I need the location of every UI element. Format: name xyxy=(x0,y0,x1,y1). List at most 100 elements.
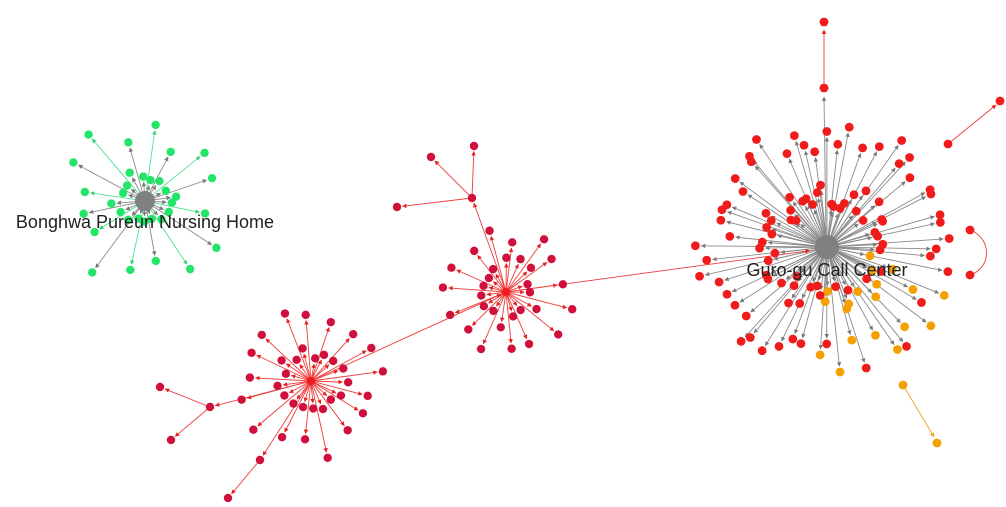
node-chain-b-7[interactable] xyxy=(323,453,332,462)
node-guro-47[interactable] xyxy=(722,289,732,299)
node-bonghwa-15[interactable] xyxy=(79,209,88,218)
node-bonghwa-28[interactable] xyxy=(155,176,164,186)
node-chain-7[interactable] xyxy=(255,455,265,465)
node-bonghwa-17[interactable] xyxy=(80,187,90,197)
node-chain-4[interactable] xyxy=(205,402,215,412)
node-bonghwa-22[interactable] xyxy=(125,168,134,177)
node-bonghwa-32[interactable] xyxy=(171,192,181,201)
node-chain-b-17[interactable] xyxy=(245,373,255,382)
node-chain-a-24[interactable] xyxy=(516,254,525,264)
node-bonghwa-16[interactable] xyxy=(107,199,116,208)
node-guro-4[interactable] xyxy=(887,264,897,274)
node-guro-15[interactable] xyxy=(902,342,911,351)
node-guro-25[interactable] xyxy=(835,367,845,377)
node-chain-b-10[interactable] xyxy=(298,402,308,412)
node-chain-b-27[interactable] xyxy=(326,317,336,327)
node-chain-b-13[interactable] xyxy=(249,425,258,434)
node-chain-a-10[interactable] xyxy=(489,306,498,316)
node-bonghwa-2[interactable] xyxy=(164,207,173,217)
node-guro-70[interactable] xyxy=(786,205,796,215)
node-guro-63[interactable] xyxy=(722,200,732,210)
node-guro-75[interactable] xyxy=(782,149,792,159)
node-guro-3[interactable] xyxy=(943,267,953,276)
node-guro-71[interactable] xyxy=(745,151,754,161)
node-chain-a-3[interactable] xyxy=(554,330,563,339)
node-chain-b-14[interactable] xyxy=(280,391,289,400)
node-guro-55[interactable] xyxy=(690,241,700,251)
node-bonghwa-11[interactable] xyxy=(88,268,97,277)
node-guro-105[interactable] xyxy=(935,210,945,220)
node-guro-37[interactable] xyxy=(757,346,767,356)
node-bonghwa-21[interactable] xyxy=(84,130,93,139)
node-chain-b-24[interactable] xyxy=(298,344,307,353)
node-guro-95[interactable] xyxy=(894,159,904,169)
node-guro-60[interactable] xyxy=(762,222,772,232)
node-bonghwa-25[interactable] xyxy=(151,120,160,130)
node-chain-b-4[interactable] xyxy=(326,395,336,404)
node-chain-a-5[interactable] xyxy=(524,339,534,349)
node-guro-orange-mid[interactable] xyxy=(898,380,908,390)
node-guro-39[interactable] xyxy=(745,333,755,342)
node-guro-98[interactable] xyxy=(874,197,884,207)
node-guro-65[interactable] xyxy=(738,187,748,196)
node-chain-b-26[interactable] xyxy=(311,354,320,363)
node-guro-orange-end[interactable] xyxy=(932,438,942,448)
node-chain-a-14[interactable] xyxy=(477,291,486,300)
node-chain-0[interactable] xyxy=(467,193,477,203)
node-chain-b-19[interactable] xyxy=(247,348,256,357)
node-guro-11[interactable] xyxy=(926,321,936,331)
node-chain-b-23[interactable] xyxy=(280,309,290,318)
node-bonghwa-1[interactable] xyxy=(200,209,210,218)
node-bonghwa-4[interactable] xyxy=(157,214,166,224)
node-guro-1[interactable] xyxy=(925,251,935,261)
node-guro-49[interactable] xyxy=(714,277,724,287)
node-guro-38[interactable] xyxy=(784,298,793,308)
node-guro-29[interactable] xyxy=(815,350,825,360)
node-guro-80[interactable] xyxy=(812,188,822,197)
node-guro-curve-a[interactable] xyxy=(965,225,975,235)
node-guro-48[interactable] xyxy=(761,270,771,280)
node-bonghwa-27[interactable] xyxy=(166,147,175,157)
node-guro-17[interactable] xyxy=(893,345,902,354)
node-chain-a-7[interactable] xyxy=(507,344,516,353)
node-chain-a-11[interactable] xyxy=(464,325,473,334)
node-guro-16[interactable] xyxy=(853,287,863,296)
node-bonghwa-6[interactable] xyxy=(147,214,156,224)
node-chain-b-30[interactable] xyxy=(329,356,338,366)
node-guro-50[interactable] xyxy=(763,256,773,266)
node-chain-b-12[interactable] xyxy=(289,399,298,408)
node-chain-a-18[interactable] xyxy=(484,273,494,283)
node-guro-77[interactable] xyxy=(789,131,799,141)
node-bonghwa-12[interactable] xyxy=(124,215,133,224)
node-guro-35[interactable] xyxy=(774,341,784,351)
node-guro-72[interactable] xyxy=(785,192,794,202)
node-bonghwa-30[interactable] xyxy=(161,186,171,195)
node-chain-a-4[interactable] xyxy=(516,305,525,315)
node-guro-36[interactable] xyxy=(795,299,805,308)
node-bonghwa-18[interactable] xyxy=(118,188,128,198)
node-guro-top-end[interactable] xyxy=(819,17,829,27)
node-chain-a-6[interactable] xyxy=(508,312,518,321)
node-guro-18[interactable] xyxy=(843,285,853,295)
node-bonghwa-19[interactable] xyxy=(69,158,78,167)
node-chain-b-2[interactable] xyxy=(336,391,346,400)
node-guro-64[interactable] xyxy=(761,208,771,218)
node-guro-45[interactable] xyxy=(730,300,740,310)
node-guro-51[interactable] xyxy=(695,271,704,281)
node-chain-b-11[interactable] xyxy=(277,432,287,442)
node-chain-a-12[interactable] xyxy=(479,302,489,311)
node-guro-109[interactable] xyxy=(944,234,954,243)
node-guro-30[interactable] xyxy=(815,291,825,300)
node-guro-56[interactable] xyxy=(757,237,767,247)
node-chain-a-23[interactable] xyxy=(508,238,517,247)
node-guro-21[interactable] xyxy=(861,363,871,373)
node-guro-108[interactable] xyxy=(873,231,882,241)
node-guro-68[interactable] xyxy=(791,216,801,225)
node-chain-b-6[interactable] xyxy=(318,404,328,414)
node-chain-a-16[interactable] xyxy=(479,281,488,291)
node-guro-top-mid[interactable] xyxy=(819,83,829,93)
node-chain-b-25[interactable] xyxy=(301,310,310,320)
node-guro-12[interactable] xyxy=(862,274,872,284)
node-bonghwa-3[interactable] xyxy=(212,243,221,253)
node-chain-3[interactable] xyxy=(469,141,479,151)
